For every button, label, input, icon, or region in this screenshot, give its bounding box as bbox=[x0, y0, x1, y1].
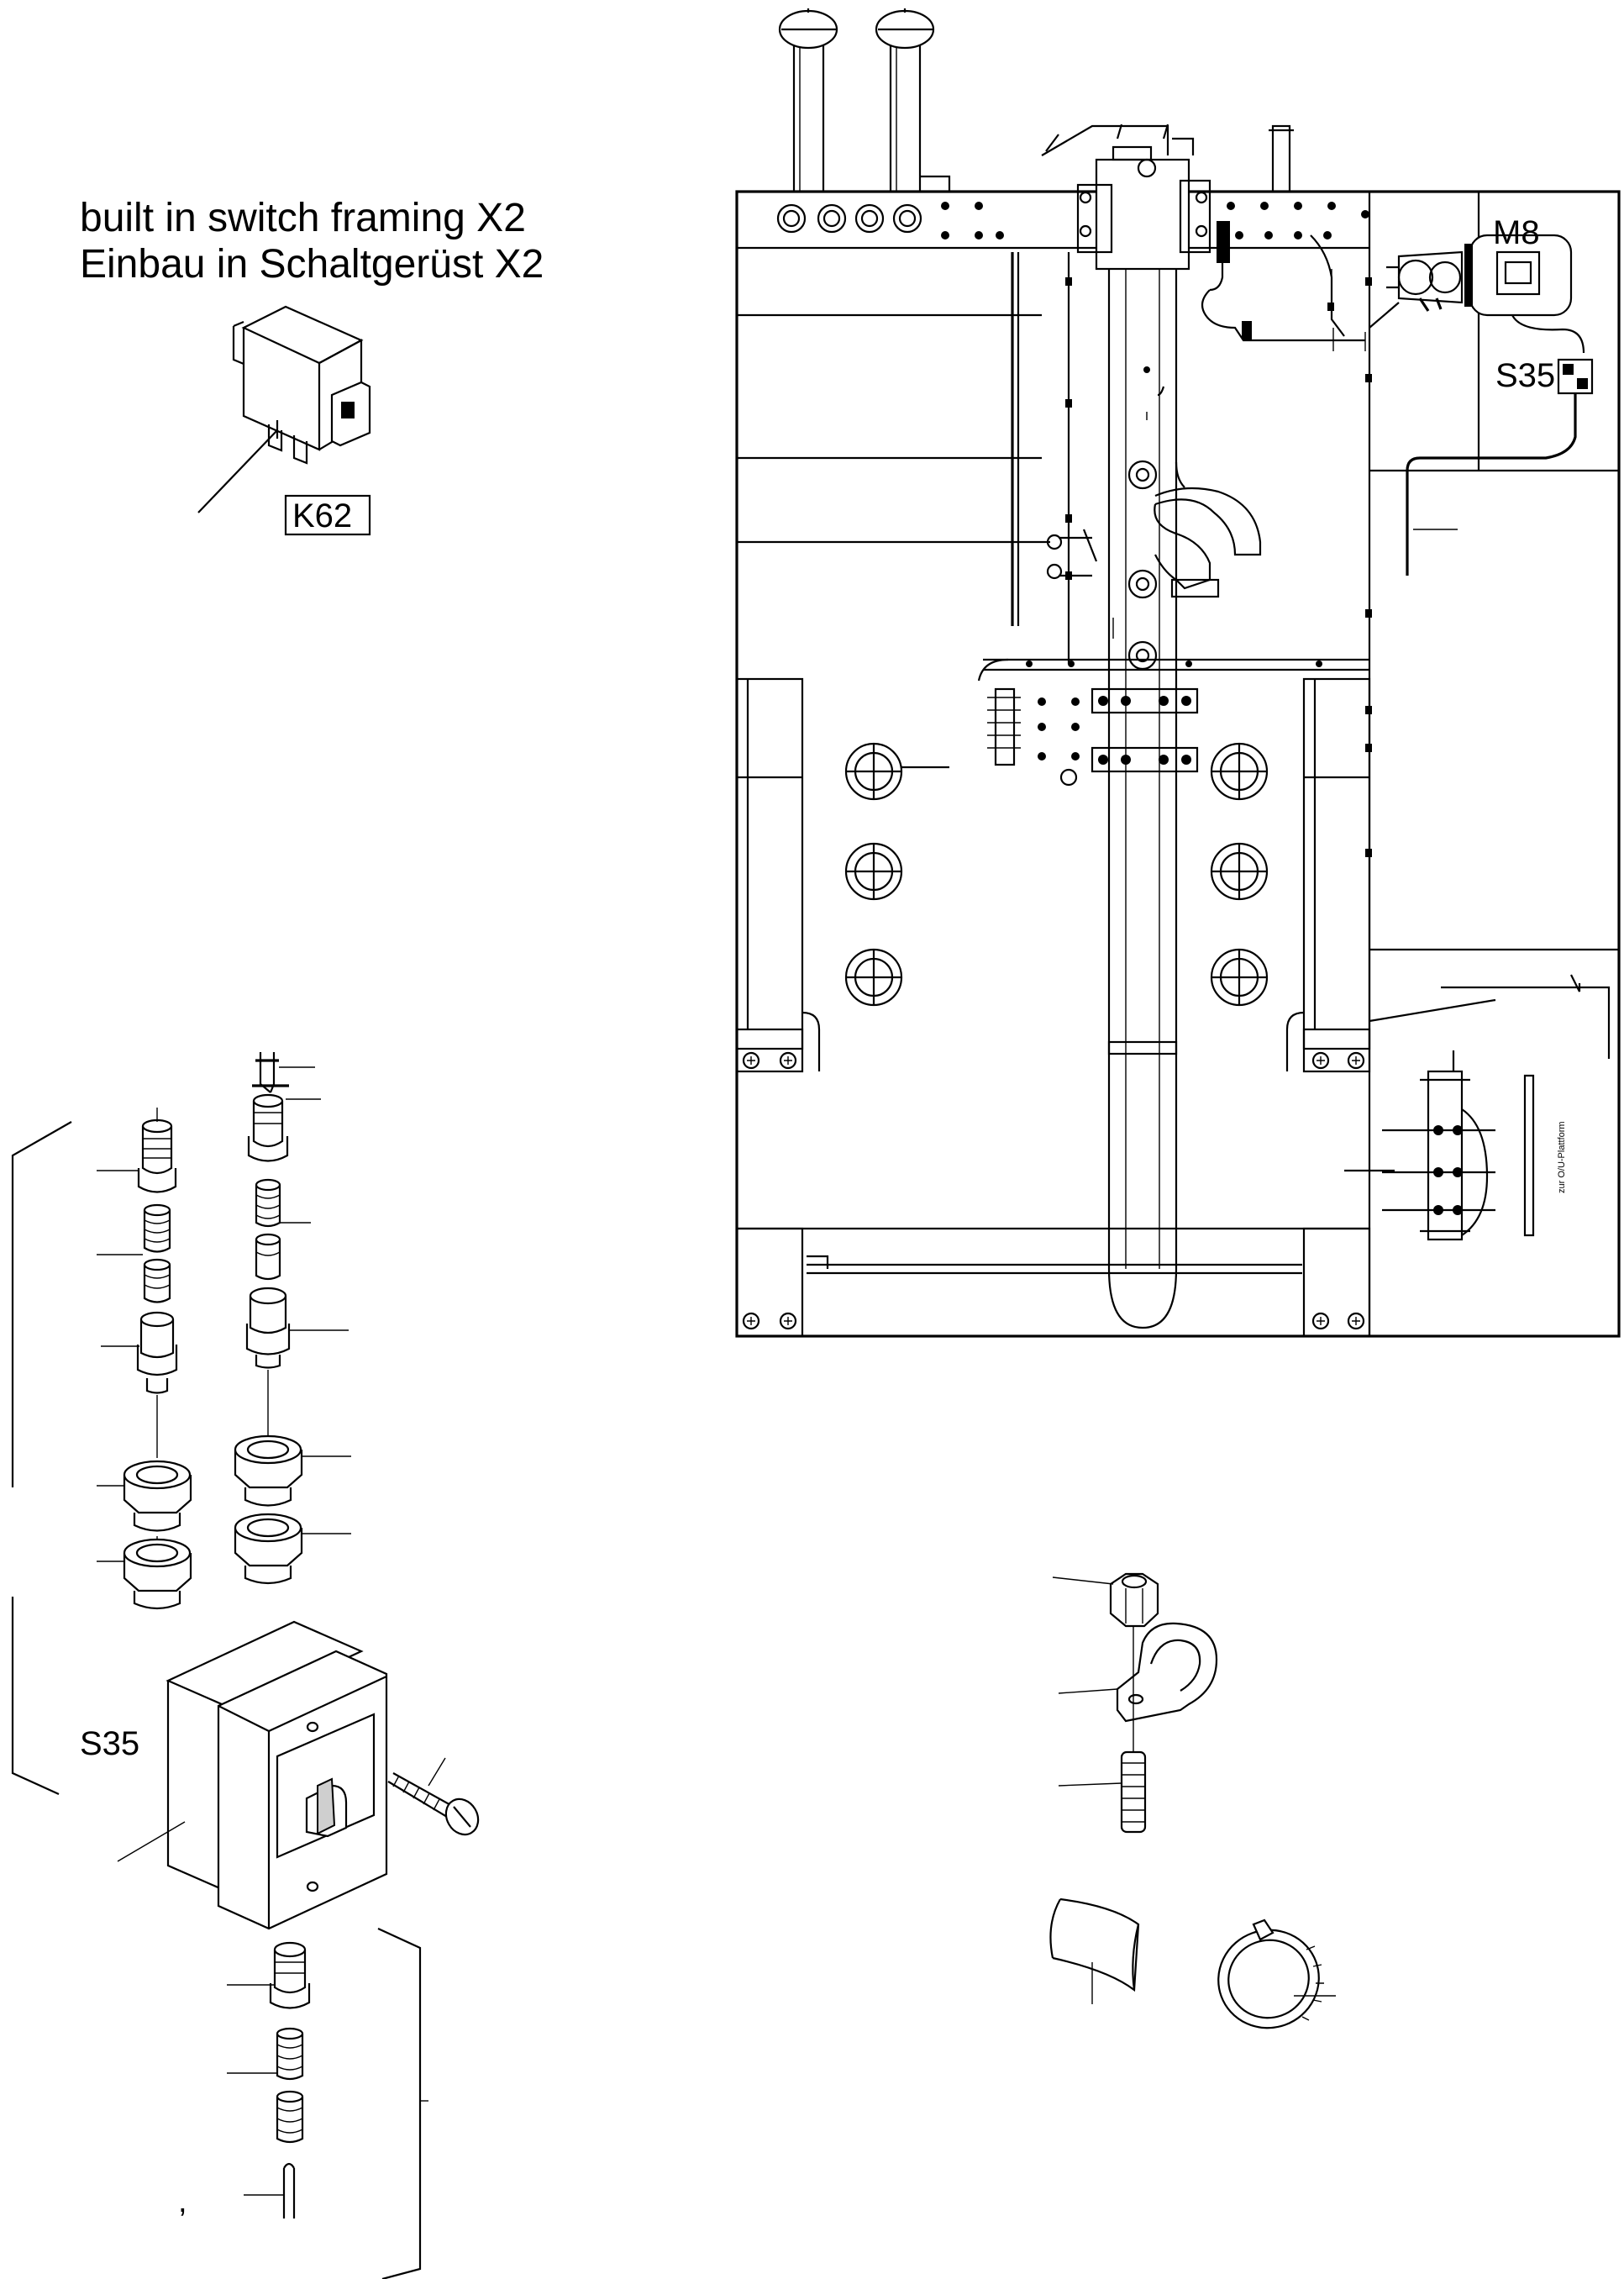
gland-nut-left-1 bbox=[137, 1118, 177, 1193]
motor-m8: M8 bbox=[1386, 214, 1573, 317]
relay-k62-detail: K62 bbox=[197, 305, 371, 536]
gland-insert-left-1 bbox=[143, 1203, 171, 1253]
gland-seal-left-1 bbox=[143, 1258, 171, 1303]
reducer-nut-right-2 bbox=[234, 1513, 303, 1585]
gland-insert-right-1 bbox=[255, 1178, 281, 1228]
top-gland-row bbox=[776, 202, 1369, 239]
cable-end-lower bbox=[282, 2162, 296, 2218]
switch-s35-on-frame: S35 bbox=[1406, 314, 1594, 576]
relay-label-k62: K62 bbox=[292, 497, 352, 534]
platform-flange: zur O/U-Plattform bbox=[1344, 974, 1611, 1241]
cable-gland-stack-right bbox=[234, 1052, 351, 1585]
hose-segment bbox=[1049, 1897, 1140, 2004]
gland-seal-right-1 bbox=[255, 1233, 281, 1281]
switch-s35-detail: S35 bbox=[80, 1620, 388, 1930]
center-terminal-block bbox=[977, 412, 1369, 787]
reducer-nut-left-2 bbox=[123, 1538, 192, 1610]
pipe-clamp bbox=[1116, 1622, 1218, 1723]
installation-caption: built in switch framing X2 Einbau in Sch… bbox=[80, 196, 544, 287]
left-fittings-bracket bbox=[11, 1121, 72, 1796]
reducer-nut-left-1 bbox=[123, 1460, 192, 1532]
clamp-stud bbox=[1120, 1626, 1147, 1834]
caption-english: built in switch framing X2 bbox=[80, 196, 526, 240]
switch-detail-label-s35: S35 bbox=[80, 1725, 139, 1762]
gland-nut-lower bbox=[269, 1941, 311, 2009]
central-exhaust-pipe bbox=[1107, 269, 1178, 1329]
lower-fittings-bracket bbox=[377, 1928, 428, 2279]
gland-insert-lower bbox=[276, 2027, 304, 2081]
gland-body-right-1 bbox=[245, 1287, 291, 1369]
left-side-panel bbox=[735, 677, 829, 1338]
pipe-clamp-assembly bbox=[1052, 1572, 1218, 1834]
gland-seal-lower bbox=[276, 2090, 304, 2144]
top-column-right bbox=[875, 8, 951, 193]
stray-mark: , bbox=[178, 2184, 187, 2219]
gland-nut-right-1 bbox=[247, 1093, 289, 1162]
machine-frame-view: M8 S35 bbox=[735, 8, 1621, 1338]
cable-tie bbox=[1217, 1918, 1336, 2029]
left-wiring-rail bbox=[737, 252, 1098, 664]
cable-gland-stack-left bbox=[97, 1108, 192, 1610]
caption-german: Einbau in Schaltgerüst X2 bbox=[80, 242, 544, 287]
top-pin bbox=[1269, 124, 1294, 193]
cable-end-right bbox=[252, 1052, 289, 1093]
frame-label-s35: S35 bbox=[1495, 357, 1555, 394]
top-gearbox bbox=[1041, 124, 1211, 271]
cable-gland-stack-lower: , bbox=[178, 1941, 311, 2219]
platform-note: zur O/U-Plattform bbox=[1557, 1121, 1567, 1193]
inspection-hatches bbox=[844, 742, 1269, 1007]
clamp-nut bbox=[1109, 1572, 1159, 1628]
top-column-left bbox=[778, 8, 838, 193]
reducer-nut-right-1 bbox=[234, 1434, 303, 1507]
switch-fixing-screw bbox=[387, 1757, 480, 1836]
pipe-elbow bbox=[1154, 461, 1262, 598]
motor-label-m8: M8 bbox=[1493, 214, 1540, 251]
gland-body-left-1 bbox=[136, 1311, 178, 1394]
right-side-panel bbox=[1285, 677, 1371, 1338]
